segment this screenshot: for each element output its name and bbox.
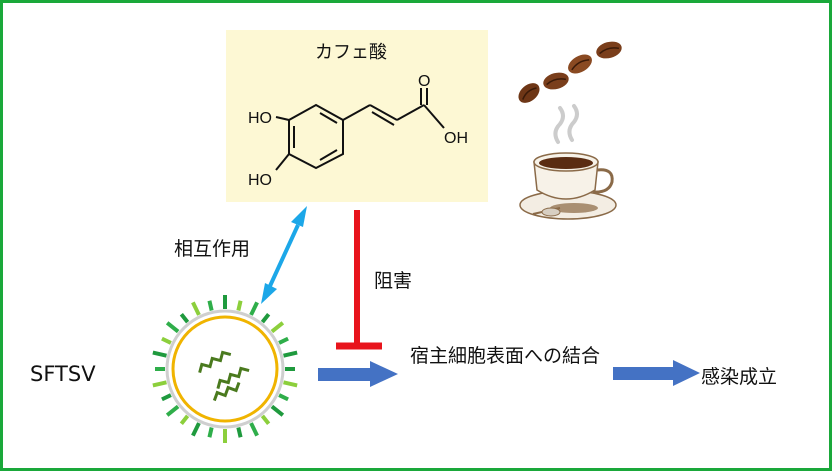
binding-label: 宿主細胞表面への結合 (410, 345, 601, 367)
virus-spike (270, 404, 285, 417)
coffee-beans-icon (518, 41, 622, 103)
virus-spike (249, 301, 259, 316)
infection-label: 感染成立 (701, 366, 778, 388)
virus-spike (191, 422, 201, 437)
virus-spike (278, 393, 289, 402)
carboxyl-o-label: O (418, 73, 430, 90)
virus-spike (278, 336, 289, 345)
virus-spike (260, 313, 271, 324)
interaction-label: 相互作用 (174, 238, 251, 260)
virus-spike (270, 321, 285, 334)
virus-spike (283, 350, 298, 358)
virus-spike (236, 300, 243, 311)
virus-spike (207, 427, 214, 438)
flow-arrow-binding-to-infection (613, 360, 700, 386)
virus-spike (191, 301, 201, 316)
caffeic-acid-structure (275, 88, 445, 171)
virus-label: SFTSV (30, 362, 96, 386)
virus-icon (152, 295, 298, 443)
inhibition-mark (336, 210, 382, 350)
flow-arrow-virus-to-binding (318, 361, 398, 387)
virus-spike (179, 313, 190, 324)
virus-spike (165, 404, 180, 417)
virus-spike (165, 321, 180, 334)
virus-spike (152, 380, 167, 388)
virus-spike (283, 380, 298, 388)
inhibition-label: 阻害 (374, 270, 413, 292)
virus-spike (260, 414, 271, 425)
virus-spike (161, 336, 172, 345)
virus-spike (161, 393, 172, 402)
virus-spike (179, 414, 190, 425)
virus-spike (249, 422, 259, 437)
hydroxyl-top-label: HO (248, 110, 272, 127)
coffee-cup-icon (519, 104, 617, 220)
virus-spike (236, 427, 243, 438)
virus-spike (152, 350, 167, 358)
hydroxyl-bottom-label: HO (248, 172, 272, 189)
compound-panel (226, 30, 488, 202)
compound-name: カフェ酸 (315, 42, 387, 63)
interaction-arrow (261, 206, 307, 304)
virus-spike (207, 300, 214, 311)
carboxyl-oh-label: OH (444, 130, 468, 147)
